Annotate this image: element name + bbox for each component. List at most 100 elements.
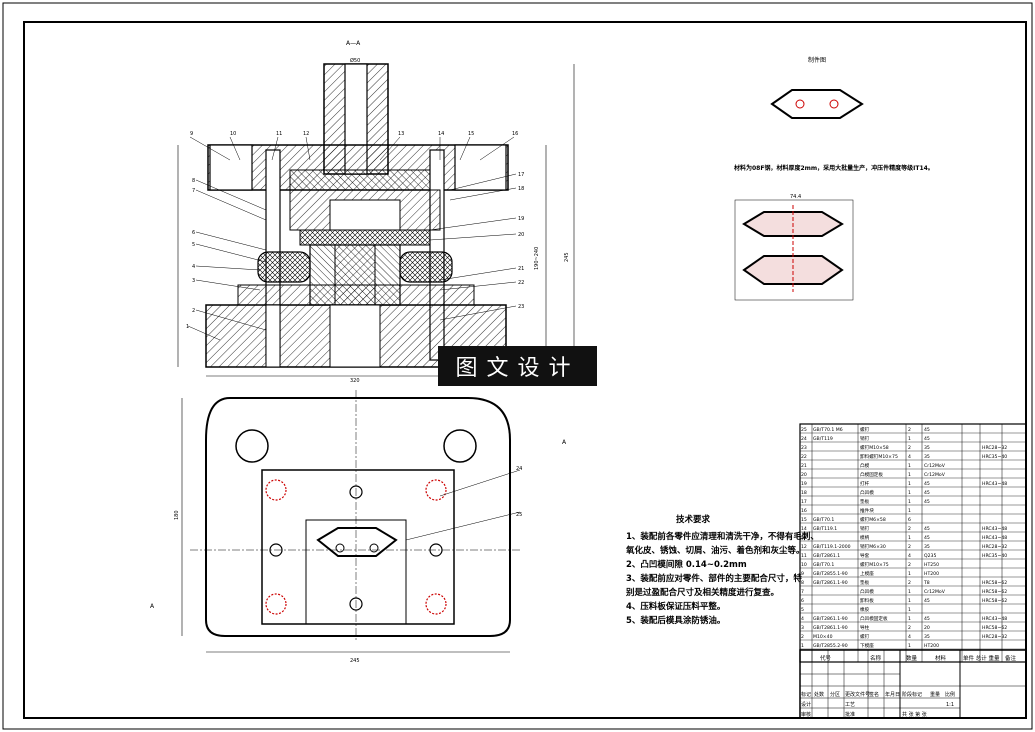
bom-cell: GB/T2861.1-90 <box>813 580 848 586</box>
bom-cell: 45 <box>924 598 930 604</box>
svg-text:15: 15 <box>468 131 474 137</box>
svg-text:1、装配前各零件应清理和清洗干净，不得有毛刺、: 1、装配前各零件应清理和清洗干净，不得有毛刺、 <box>626 531 819 542</box>
bom-cell: 垫板 <box>860 579 870 586</box>
bom-cell: 12 <box>801 544 807 550</box>
svg-text:标记: 标记 <box>801 691 811 698</box>
dim-plan-width: 245 <box>350 658 360 664</box>
bom-cell: 45 <box>924 616 930 622</box>
svg-text:4: 4 <box>192 264 195 270</box>
svg-text:16: 16 <box>512 131 518 137</box>
bom-cell: T8 <box>923 580 930 586</box>
bom-cell: HRC43~48 <box>982 616 1007 622</box>
bom-cell: 螺钉 <box>860 426 870 433</box>
bom-cell: 35 <box>924 445 930 451</box>
bom-cell: 凸凹模固定板 <box>860 615 888 622</box>
bom-cell: 2 <box>908 580 911 586</box>
bom-cell: 45 <box>924 436 930 442</box>
bom-cell: 5 <box>801 607 804 613</box>
svg-text:设计: 设计 <box>801 701 811 708</box>
bom-cell: HRC43~48 <box>982 535 1007 541</box>
bom-header: 单件 总计 重量 <box>963 654 1000 662</box>
bom-cell: 20 <box>801 472 807 478</box>
bom-cell: 1 <box>908 589 911 595</box>
bom-cell: 1 <box>908 571 911 577</box>
bom-cell: HT200 <box>924 571 939 577</box>
svg-text:1: 1 <box>186 324 189 330</box>
bom-cell: 1 <box>908 490 911 496</box>
view-arrow-a-left: A <box>150 603 155 610</box>
bom-cell: 销钉 <box>860 525 870 532</box>
tech-title: 技术要求 <box>676 514 711 525</box>
bom-cell: HRC28~32 <box>982 445 1007 451</box>
bom-cell: 1 <box>908 508 911 514</box>
dim-shank-diameter: Ø50 <box>350 57 360 64</box>
bom-cell: 11 <box>801 553 807 559</box>
bom-cell: 推件块 <box>860 507 874 514</box>
plan-view: 245 180 24 25 A A <box>150 390 567 664</box>
svg-text:年月日: 年月日 <box>885 691 900 698</box>
dim-w-bottom: 320 <box>350 378 360 384</box>
svg-text:19: 19 <box>518 216 524 222</box>
svg-text:5: 5 <box>192 242 195 248</box>
bom-cell: GB/T70.1 <box>813 517 834 523</box>
svg-text:9: 9 <box>190 131 193 137</box>
svg-text:阶段标记: 阶段标记 <box>902 691 922 698</box>
svg-text:12: 12 <box>303 131 309 137</box>
bom-cell: GB/T70.1 M6 <box>813 427 843 433</box>
svg-text:氧化皮、锈蚀、切屑、油污、着色剂和灰尘等。: 氧化皮、锈蚀、切屑、油污、着色剂和灰尘等。 <box>625 545 805 556</box>
bom-cell: 6 <box>908 517 911 523</box>
bom-cell: 凸模固定板 <box>860 471 883 478</box>
bom-cell: 35 <box>924 454 930 460</box>
bom-cell: 橡胶 <box>860 606 870 613</box>
svg-text:共 张 第 张: 共 张 第 张 <box>902 711 927 718</box>
svg-text:签名: 签名 <box>869 691 879 698</box>
part-note: 材料为08F钢，材料厚度2mm，采用大批量生产，冲压件精度等级IT14。 <box>733 164 934 172</box>
bom-cell: GB/T2855.1-90 <box>813 571 848 577</box>
bom-header: 名称 <box>870 654 882 662</box>
bom-cell: GB/T70.1 <box>813 562 834 568</box>
svg-text:重量: 重量 <box>930 691 940 698</box>
view-arrow-a-right: A <box>562 439 567 446</box>
bom-cell: 导柱 <box>860 624 870 631</box>
bom-cell: 凸凹模 <box>860 489 874 496</box>
bom-cell: HRC28~32 <box>982 544 1007 550</box>
svg-text:14: 14 <box>438 131 444 137</box>
part-number-25: 25 <box>516 512 522 518</box>
bom-cell: HRC58~62 <box>982 598 1007 604</box>
bom-cell: 凸模 <box>860 462 870 469</box>
bom-cell: HRC58~62 <box>982 625 1007 631</box>
bom-cell: 销钉M6×30 <box>860 543 886 550</box>
tech-requirements: 技术要求 1、装配前各零件应清理和清洗干净，不得有毛刺、 氧化皮、锈蚀、切屑、油… <box>625 514 819 626</box>
bom-cell: 1 <box>908 598 911 604</box>
svg-text:21: 21 <box>518 266 524 272</box>
svg-text:审核: 审核 <box>801 711 811 718</box>
svg-text:处数: 处数 <box>814 691 824 698</box>
bom-cell: 14 <box>801 526 807 532</box>
bom-cell: 22 <box>801 454 807 460</box>
bom-cell: 23 <box>801 445 807 451</box>
bom-header: 材料 <box>935 654 947 662</box>
bom-cell: 垫板 <box>860 498 870 505</box>
bom-cell: 4 <box>908 454 911 460</box>
part-numbers: 1 2 3 4 5 6 7 8 9 10 11 12 13 14 15 16 1… <box>186 131 524 330</box>
svg-text:10: 10 <box>230 131 236 137</box>
bom-cell: 13 <box>801 535 807 541</box>
svg-text:11: 11 <box>276 131 282 137</box>
bom-cell: HRC43~48 <box>982 526 1007 532</box>
bom-cell: 21 <box>801 463 807 469</box>
svg-text:5、装配后模具涂防锈油。: 5、装配后模具涂防锈油。 <box>626 615 725 626</box>
bom-cell: GB/T119.1 <box>813 526 837 532</box>
bom-cell: 1 <box>908 607 911 613</box>
svg-text:2、凸凹模间隙 0.14~0.2mm: 2、凸凹模间隙 0.14~0.2mm <box>626 559 747 570</box>
bom-cell: 45 <box>924 490 930 496</box>
bom-cell: 24 <box>801 436 807 442</box>
svg-text:3: 3 <box>192 278 195 284</box>
watermark-banner: 图文设计 <box>438 346 597 386</box>
inner-frame <box>23 21 1027 719</box>
bom-cell: HRC35~40 <box>982 553 1007 559</box>
bom-cell: GB/T119.1-2000 <box>813 544 851 550</box>
bom-cell: HRC28~32 <box>982 634 1007 640</box>
